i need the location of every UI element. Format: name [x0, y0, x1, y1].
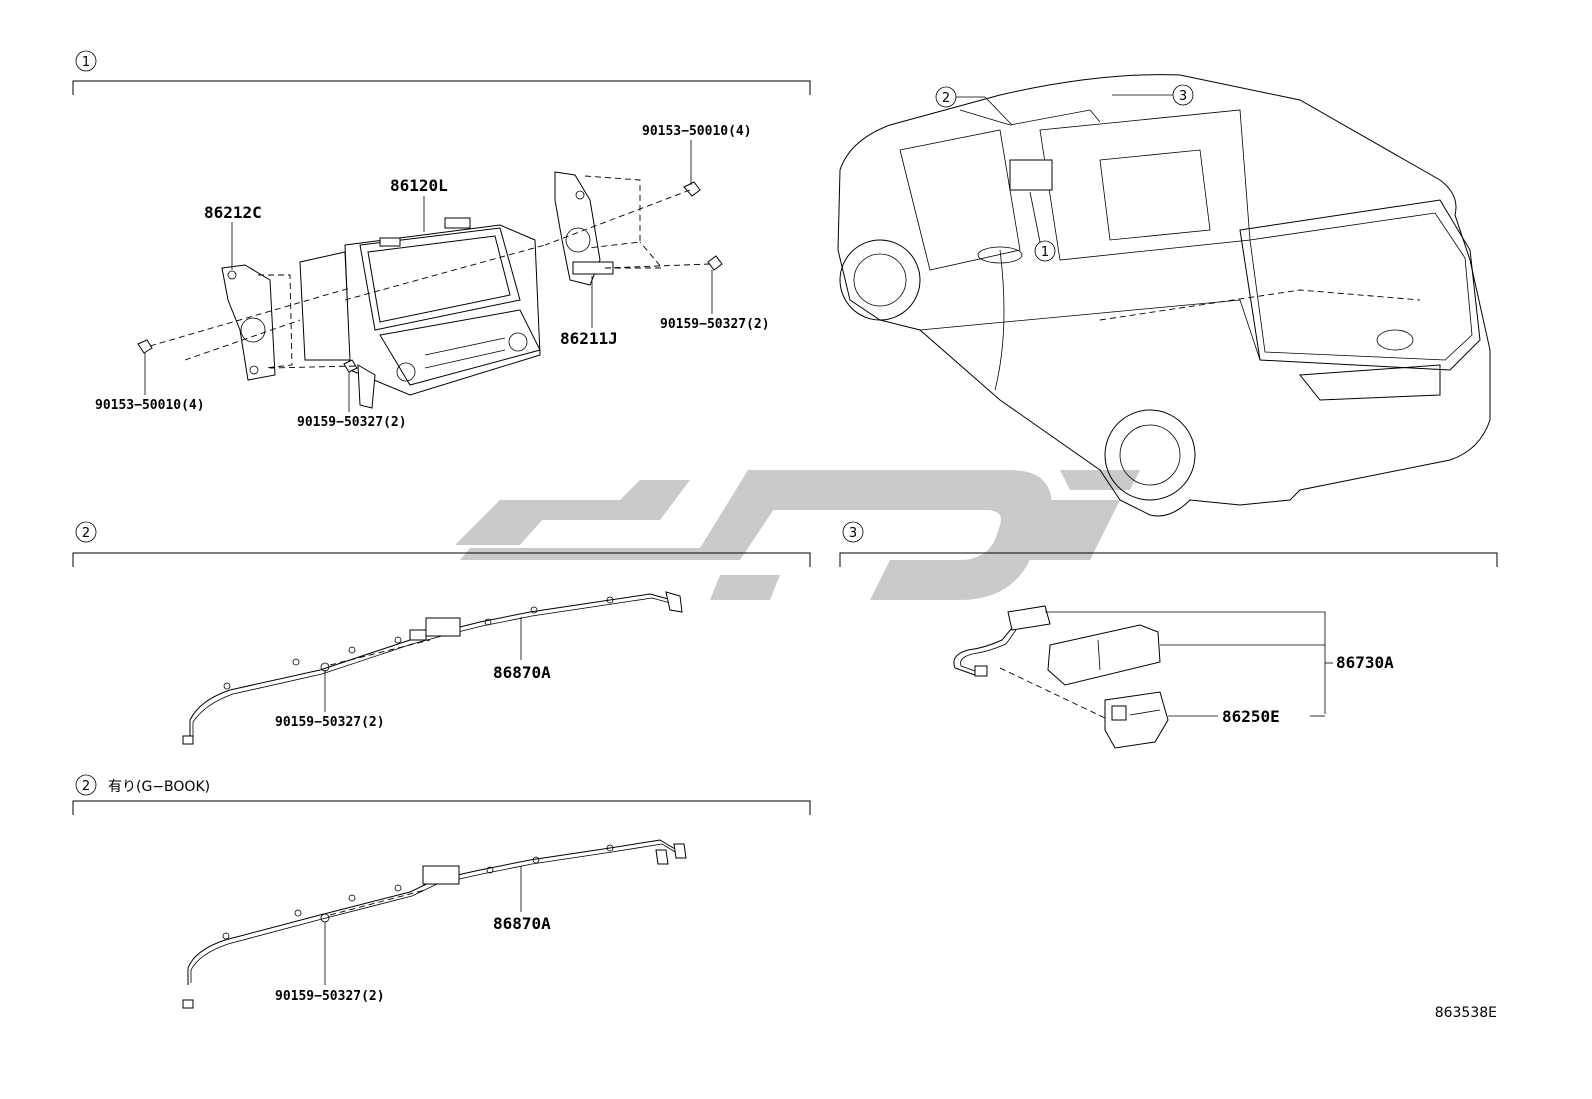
vehicle-callout-1: 1: [1029, 191, 1056, 262]
module-assy-drawing: [953, 605, 1333, 749]
vehicle-callout-2: 2: [935, 86, 1013, 126]
label-86870A-b: 86870A: [493, 914, 551, 933]
section-1-marker: [75, 50, 97, 72]
label-86212C: 86212C: [204, 203, 262, 222]
label-86250E: 86250E: [1222, 707, 1280, 726]
bracket-left-drawing: [221, 264, 276, 381]
label-86730A: 86730A: [1336, 653, 1394, 672]
leaders-section-1: [144, 140, 713, 412]
illustration-id: 863538E: [1435, 1005, 1497, 1021]
label-screw-top-right: 90153−50010(4): [642, 124, 752, 139]
antenna-cord-a-drawing: [182, 591, 683, 745]
svg-text:2: 2: [82, 526, 90, 541]
label-antenna-bolt-a: 90159−50327(2): [275, 715, 385, 730]
label-antenna-bolt-b: 90159−50327(2): [275, 989, 385, 1004]
svg-text:3: 3: [1179, 89, 1187, 104]
antenna-cord-b-drawing: [182, 839, 687, 1009]
label-screw-left: 90153−50010(4): [95, 398, 205, 413]
display-unit-drawing: [299, 217, 541, 409]
label-bolt-right: 90159−50327(2): [660, 317, 770, 332]
section-2-gbook: 2 有り(G−BOOK): [72, 774, 811, 815]
assembly-lines-section-1: [149, 175, 711, 369]
label-86211J: 86211J: [560, 329, 618, 348]
label-86120L: 86120L: [390, 176, 448, 195]
svg-text:2: 2: [82, 779, 90, 794]
bracket-right-drawing: [554, 171, 614, 286]
label-86870A-a: 86870A: [493, 663, 551, 682]
watermark-logo: [455, 470, 1140, 600]
svg-text:1: 1: [1041, 245, 1049, 260]
section-1-number: 1: [82, 55, 90, 70]
section-1: 1: [72, 50, 811, 95]
label-bolt-lower: 90159−50327(2): [297, 415, 407, 430]
section-2-gbook-caption: 有り(G−BOOK): [108, 779, 210, 795]
vehicle-callout-3: 3: [1112, 84, 1194, 106]
svg-text:3: 3: [849, 526, 857, 541]
section-2: 2: [72, 521, 811, 567]
svg-text:2: 2: [942, 91, 950, 106]
vehicle-overview-drawing: [837, 74, 1491, 517]
section-3: 3: [839, 521, 1498, 567]
